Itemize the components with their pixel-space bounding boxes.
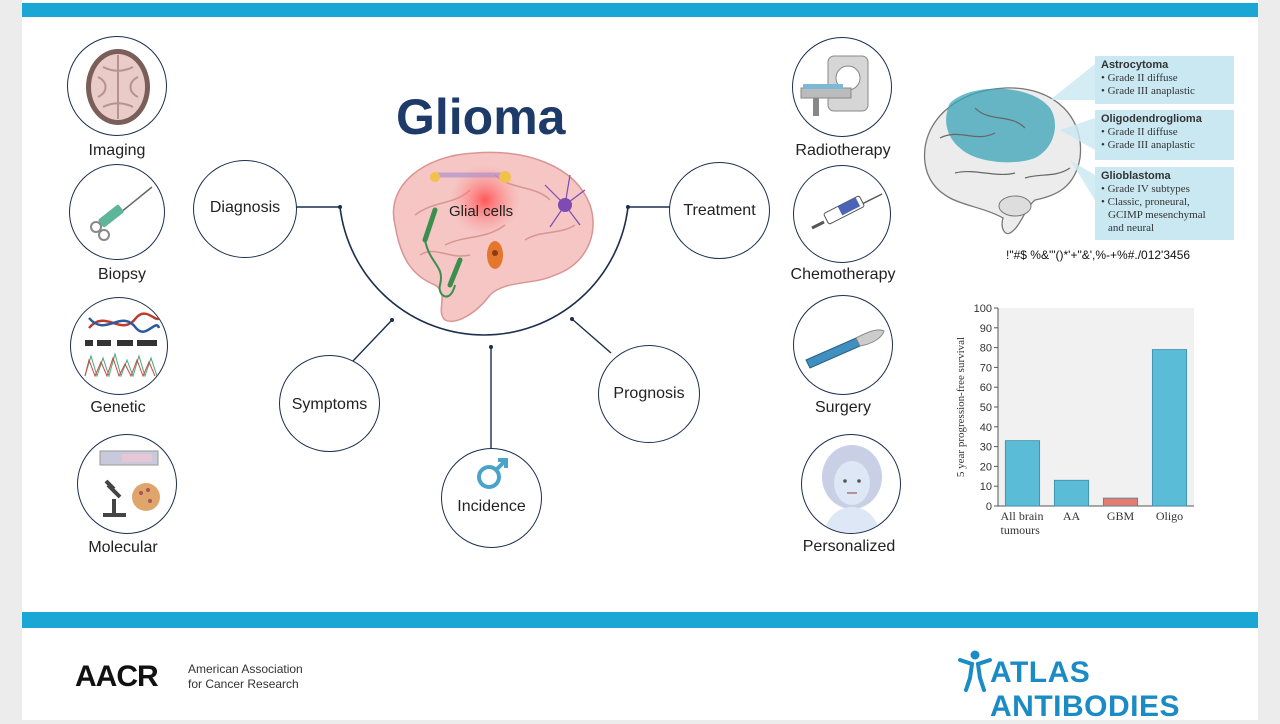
radiotherapy-label: Radiotherapy: [795, 142, 891, 159]
hub-arc: [339, 206, 629, 336]
aacr-name: American Association for Cancer Research: [188, 662, 303, 692]
aacr-name-line1: American Association: [188, 662, 303, 676]
personalized-icon-circle: [801, 434, 901, 534]
y-tick-label: 80: [980, 343, 992, 355]
bar-gbm: [1102, 497, 1139, 507]
y-tick-label: 50: [980, 402, 992, 414]
person-icon: [822, 445, 882, 533]
astrocytoma-item: • Grade II diffuse: [1101, 72, 1178, 84]
aacr-logo: AACR: [75, 660, 159, 693]
symptoms-node: [279, 355, 380, 452]
imaging-label: Imaging: [88, 142, 146, 159]
scalpel-icon: [805, 329, 885, 369]
glioblastoma-item: GCIMP mesenchymal: [1108, 209, 1206, 221]
astrocytoma-item: • Grade III anaplastic: [1101, 85, 1195, 97]
microscope-icon: [99, 450, 160, 517]
y-tick-label: 100: [974, 303, 992, 315]
glioblastoma-callout: Glioblastoma • Grade IV subtypes • Class…: [1095, 167, 1234, 240]
symptoms-label: Symptoms: [291, 396, 368, 413]
chemotherapy-label: Chemotherapy: [790, 266, 896, 283]
bar-oligo: [1151, 349, 1188, 507]
chemotherapy-icon-circle: [793, 165, 891, 263]
personalized-label: Personalized: [802, 538, 896, 555]
molecular-label: Molecular: [88, 539, 158, 556]
y-tick-label: 40: [980, 422, 992, 434]
syringe-icon: [90, 186, 153, 241]
x-tick-label: tumours: [1001, 523, 1041, 537]
surgery-label: Surgery: [814, 399, 872, 416]
incidence-label: Incidence: [457, 498, 526, 515]
glioblastoma-heading: Glioblastoma: [1101, 170, 1171, 182]
x-tick-label: GBM: [1107, 509, 1135, 523]
bottom-accent-bar: [22, 612, 1258, 628]
brain-scan-icon: [86, 49, 150, 125]
genetic-icon-circle: [70, 297, 168, 395]
biopsy-icon-circle: [69, 164, 165, 260]
garbled-caption: !"#$ %&'"()*'+"&',%-+%#./012'3456: [1006, 248, 1191, 262]
glial-cells-label: Glial cells: [449, 203, 514, 220]
astrocytoma-heading: Astrocytoma: [1101, 59, 1169, 71]
genetic-label: Genetic: [90, 399, 146, 416]
dna-icon: [84, 312, 161, 378]
imaging-icon-circle: [67, 36, 167, 136]
top-accent-bar: [22, 3, 1258, 17]
y-tick-label: 70: [980, 362, 992, 374]
prognosis-label: Prognosis: [613, 385, 685, 402]
bar-aa: [1053, 479, 1090, 507]
y-tick-label: 10: [980, 481, 992, 493]
molecular-icon-circle: [77, 434, 177, 534]
treatment-label: Treatment: [683, 202, 756, 219]
y-tick-label: 0: [986, 501, 992, 513]
aacr-name-line2: for Cancer Research: [188, 677, 299, 691]
y-tick-label: 60: [980, 382, 992, 394]
glioblastoma-item: • Grade IV subtypes: [1101, 183, 1190, 195]
oligodendroglioma-heading: Oligodendroglioma: [1101, 113, 1202, 125]
glioblastoma-item: • Classic, proneural,: [1101, 196, 1190, 208]
callout-pointers: [1050, 64, 1095, 200]
diagnosis-node: [193, 160, 297, 258]
y-axis-label: 5 year progression-free survival: [955, 337, 967, 477]
y-tick-label: 20: [980, 461, 992, 473]
survival-bar-chart: 0 10 20 30 40 50 60 70 80 90 100 5 year progression…: [955, 303, 1194, 537]
astrocytoma-callout: Astrocytoma • Grade II diffuse • Grade I…: [1095, 56, 1234, 104]
y-tick-label: 30: [980, 442, 992, 454]
x-tick-label: Oligo: [1156, 509, 1183, 523]
surgery-icon-circle: [793, 295, 893, 395]
x-tick-label: AA: [1063, 509, 1081, 523]
bar-all-brain-tumours: [1004, 440, 1041, 507]
oligodendroglioma-item: • Grade II diffuse: [1101, 126, 1178, 138]
oligodendroglioma-item: • Grade III anaplastic: [1101, 139, 1195, 151]
atlas-figure-icon: [958, 650, 992, 692]
glioma-brain-image: [923, 87, 1082, 235]
oligodendroglioma-callout: Oligodendroglioma • Grade II diffuse • G…: [1095, 110, 1234, 160]
brain-illustration: [392, 151, 594, 322]
radiotherapy-machine-icon: [800, 55, 869, 116]
glioblastoma-item: and neural: [1108, 222, 1155, 234]
diagnosis-label: Diagnosis: [209, 199, 281, 216]
footer: [22, 630, 1258, 720]
x-tick-label: All brain: [1001, 509, 1044, 523]
biopsy-label: Biopsy: [97, 266, 147, 283]
male-symbol-icon: [477, 458, 508, 489]
y-tick-label: 90: [980, 323, 992, 335]
treatment-node: [669, 162, 770, 259]
page-title: Glioma: [396, 89, 566, 145]
radiotherapy-icon-circle: [792, 37, 892, 137]
incidence-node: [441, 448, 542, 548]
prognosis-node: [598, 345, 700, 443]
atlas-antibodies-logo: ATLAS ANTIBODIES: [990, 656, 1181, 723]
syringe-chemo-icon: [811, 193, 883, 230]
